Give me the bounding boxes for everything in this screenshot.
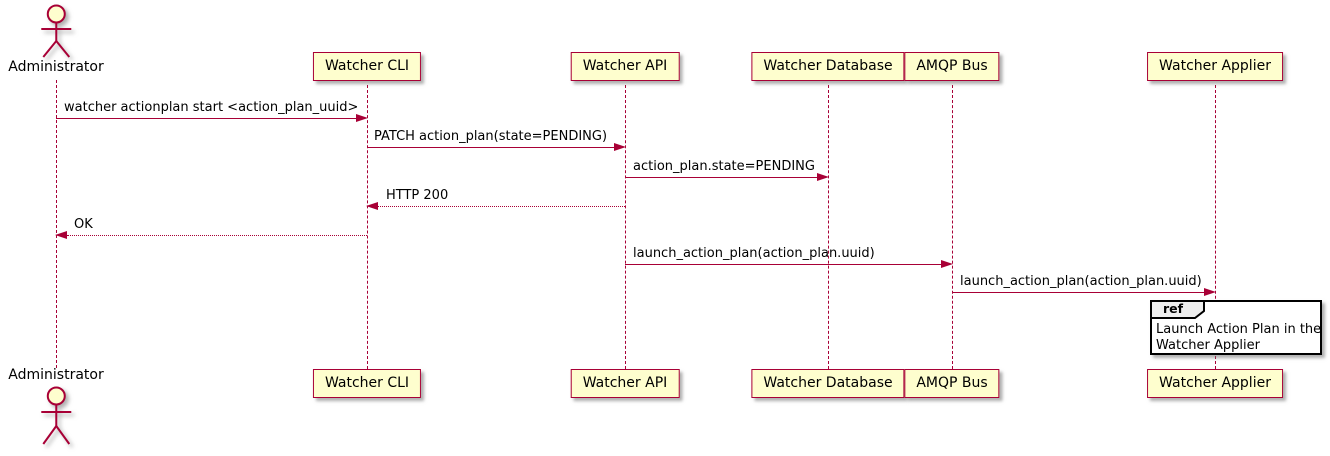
lifeline-watcher-cli [367, 85, 368, 369]
participant-amqp-bus-bottom: AMQP Bus [904, 369, 1000, 398]
participant-watcher-api-bottom: Watcher API [570, 369, 680, 398]
ref-fragment: ref Launch Action Plan in the Watcher Ap… [1150, 300, 1322, 355]
ref-text-line2: Watcher Applier [1156, 338, 1260, 353]
message-line [367, 147, 614, 148]
ref-text-line1: Launch Action Plan in the [1156, 322, 1322, 337]
message-label: launch_action_plan(action_plan.uuid) [633, 246, 875, 261]
message-line [378, 206, 625, 207]
lifeline-watcher-api [625, 85, 626, 369]
participant-watcher-cli-bottom: Watcher CLI [312, 369, 422, 398]
arrowhead-icon [941, 259, 953, 268]
ref-tab: ref [1150, 300, 1206, 319]
arrowhead-icon [366, 201, 378, 210]
message-line [952, 292, 1204, 293]
message-line [67, 235, 367, 236]
arrowhead-icon [55, 230, 67, 239]
participant-watcher-api-top: Watcher API [570, 52, 680, 81]
participant-watcher-cli-top: Watcher CLI [312, 52, 422, 81]
message-label: PATCH action_plan(state=PENDING) [374, 129, 608, 144]
ref-text: Launch Action Plan in the Watcher Applie… [1152, 319, 1322, 354]
participant-watcher-database-bottom: Watcher Database [751, 369, 905, 398]
message-line [625, 264, 941, 265]
arrowhead-icon [1204, 287, 1216, 296]
message-label: OK [74, 217, 93, 232]
actor-label: Administrator [8, 59, 104, 75]
ref-keyword: ref [1163, 301, 1184, 316]
actor-label: Administrator [8, 367, 104, 383]
ref-tab-shape [1150, 300, 1205, 319]
message-line [625, 177, 817, 178]
message-label: watcher actionplan start <action_plan_uu… [64, 100, 359, 115]
actor-administrator-top: Administrator [8, 4, 104, 75]
participant-watcher-applier-bottom: Watcher Applier [1147, 369, 1283, 398]
lifeline-watcher-applier [1215, 85, 1216, 369]
actor-administrator-bottom: Administrator [8, 367, 104, 450]
participant-amqp-bus-top: AMQP Bus [904, 52, 1000, 81]
lifeline-administrator [56, 80, 57, 368]
message-label: HTTP 200 [386, 188, 449, 203]
participant-watcher-applier-top: Watcher Applier [1147, 52, 1283, 81]
lifeline-amqp-bus [952, 85, 953, 369]
actor-icon [41, 4, 71, 58]
arrowhead-icon [614, 142, 626, 151]
actor-icon [41, 386, 71, 445]
message-line [56, 118, 356, 119]
arrowhead-icon [817, 172, 829, 181]
lifeline-watcher-database [828, 85, 829, 369]
message-label: launch_action_plan(action_plan.uuid) [960, 274, 1202, 289]
message-label: action_plan.state=PENDING [633, 159, 815, 174]
arrowhead-icon [356, 113, 368, 122]
participant-watcher-database-top: Watcher Database [751, 52, 905, 81]
